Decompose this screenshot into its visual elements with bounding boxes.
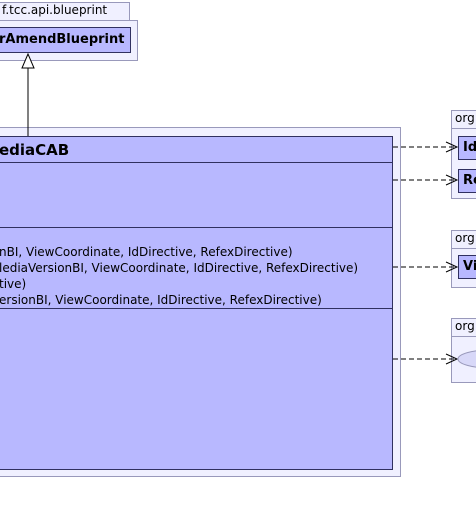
- main-class-name: ediaCAB: [0, 141, 70, 159]
- right-class-vi[interactable]: Vi: [458, 255, 476, 279]
- parent-class-name: rAmendBlueprint: [0, 32, 125, 47]
- parent-package-label: f.tcc.api.blueprint: [2, 3, 108, 17]
- method-3: tive): [0, 277, 27, 291]
- class-name-separator: [0, 162, 392, 163]
- main-class-box[interactable]: ediaCAB nBI, ViewCoordinate, IdDirective…: [0, 136, 393, 470]
- dependency-arrowhead-vi: [445, 261, 459, 273]
- dependency-arrowhead-re: [445, 174, 459, 186]
- dependency-arrowhead-pkg3: [445, 353, 459, 365]
- generalization-arrowhead: [21, 52, 35, 69]
- right-class-re[interactable]: Re: [458, 169, 476, 193]
- right-package-1-label: org: [455, 111, 475, 125]
- right-package-3-label: org: [455, 319, 475, 333]
- dependency-arrowhead-id: [445, 141, 459, 153]
- method-1: nBI, ViewCoordinate, IdDirective, RefexD…: [0, 245, 293, 259]
- right-package-3-ellipse[interactable]: [457, 350, 476, 368]
- attributes-separator: [0, 227, 392, 228]
- methods-separator: [0, 308, 392, 309]
- method-2: lediaVersionBI, ViewCoordinate, IdDirect…: [0, 261, 359, 275]
- right-package-2-label: org: [455, 231, 475, 245]
- parent-class-box[interactable]: rAmendBlueprint: [0, 27, 131, 53]
- method-4: ersionBI, ViewCoordinate, IdDirective, R…: [0, 293, 322, 307]
- right-class-re-name: Re: [463, 173, 476, 188]
- right-class-id-name: Id: [463, 140, 476, 155]
- right-class-vi-name: Vi: [463, 259, 476, 274]
- right-class-id[interactable]: Id: [458, 136, 476, 160]
